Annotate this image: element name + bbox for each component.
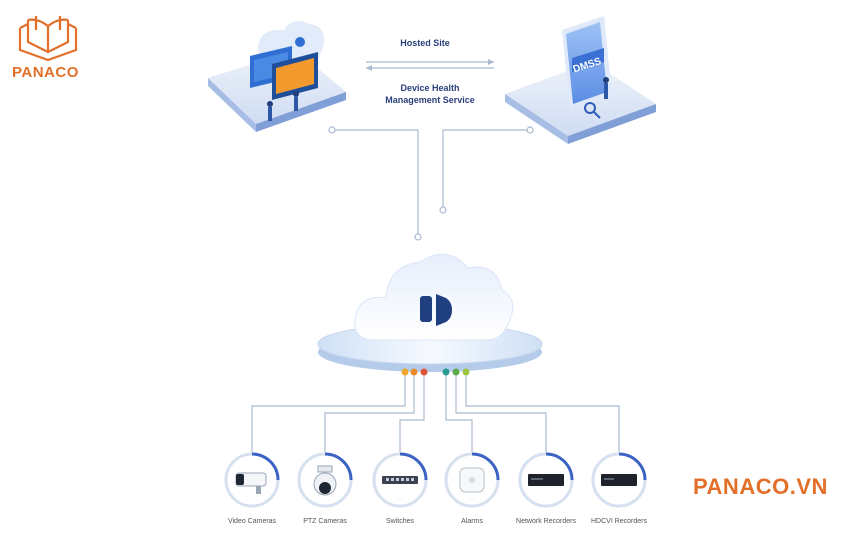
- site-url-text: PANACO.VN: [693, 474, 828, 499]
- hosted-site-illustration: [208, 21, 346, 132]
- connector-nodes: [328, 126, 534, 241]
- bullet-camera-icon: [235, 472, 267, 494]
- hosted-site-label: Hosted Site: [400, 38, 450, 48]
- cloud-hub: [317, 253, 543, 372]
- switch-icon: [382, 476, 418, 484]
- device-label-network-recorders: Network Recorders: [516, 518, 576, 525]
- device-label-video-cameras: Video Cameras: [227, 518, 277, 525]
- device-circles: [224, 452, 647, 508]
- device-label-switches: Switches: [385, 518, 414, 525]
- device-circle-accents: [251, 452, 647, 481]
- alarm-icon: [459, 467, 485, 493]
- cloud-icon: [420, 294, 452, 326]
- dmss-illustration: [505, 16, 656, 144]
- line-arrowheads: [366, 59, 494, 71]
- service-label-line1: Device Health: [400, 83, 460, 93]
- device-label-hdcvi-recorders: HDCVI Recorders: [590, 518, 647, 525]
- status-dots: [401, 368, 470, 376]
- device-label-alarms: Alarms: [461, 518, 483, 525]
- logo-text: PANACO: [12, 64, 79, 81]
- nvr-icon: [528, 474, 564, 486]
- service-label-line2: Management Service: [385, 95, 475, 105]
- hdcvi-recorder-icon: [601, 474, 637, 486]
- service-label: Device Health Management Service: [370, 82, 490, 106]
- device-label-ptz-cameras: PTZ Cameras: [303, 518, 347, 525]
- ptz-camera-icon: [313, 465, 337, 496]
- connection-lines: [251, 61, 620, 452]
- panaco-book-icon: [18, 16, 78, 62]
